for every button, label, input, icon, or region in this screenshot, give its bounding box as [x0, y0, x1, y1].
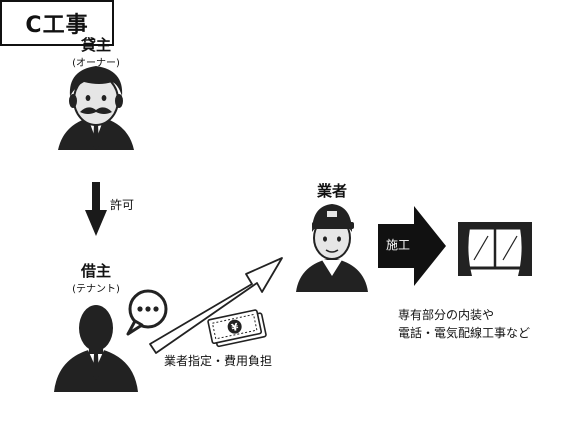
scope-text: 専有部分の内装や 電話・電気配線工事など — [398, 306, 530, 342]
speech-bubble-icon — [126, 289, 168, 336]
scope-line-2: 電話・電気配線工事など — [398, 326, 531, 340]
title-box: C工事 — [0, 0, 114, 46]
owner-label: 貸主 — [80, 36, 111, 54]
money-symbol: ¥ — [230, 322, 239, 334]
tenant-icon — [54, 305, 138, 392]
owner-icon — [58, 66, 134, 150]
scope-line-1: 専有部分の内装や — [398, 308, 495, 322]
right-arrow-icon — [378, 206, 446, 286]
contractor-icon — [296, 204, 368, 292]
tenant-label: 借主 — [80, 262, 111, 280]
tenant-sublabel: (テナント) — [72, 284, 120, 295]
down-arrow-icon — [85, 182, 107, 236]
diagonal-arrow-icon — [149, 257, 283, 354]
window-curtain-icon — [458, 222, 532, 276]
owner-sublabel: (オーナー) — [72, 58, 120, 69]
money-icon: ¥ — [207, 309, 267, 348]
contractor-label: 業者 — [316, 182, 347, 200]
construction-label: 施工 — [385, 238, 410, 252]
approval-label: 許可 — [110, 198, 135, 212]
designation-label: 業者指定・費用負担 — [164, 354, 273, 368]
